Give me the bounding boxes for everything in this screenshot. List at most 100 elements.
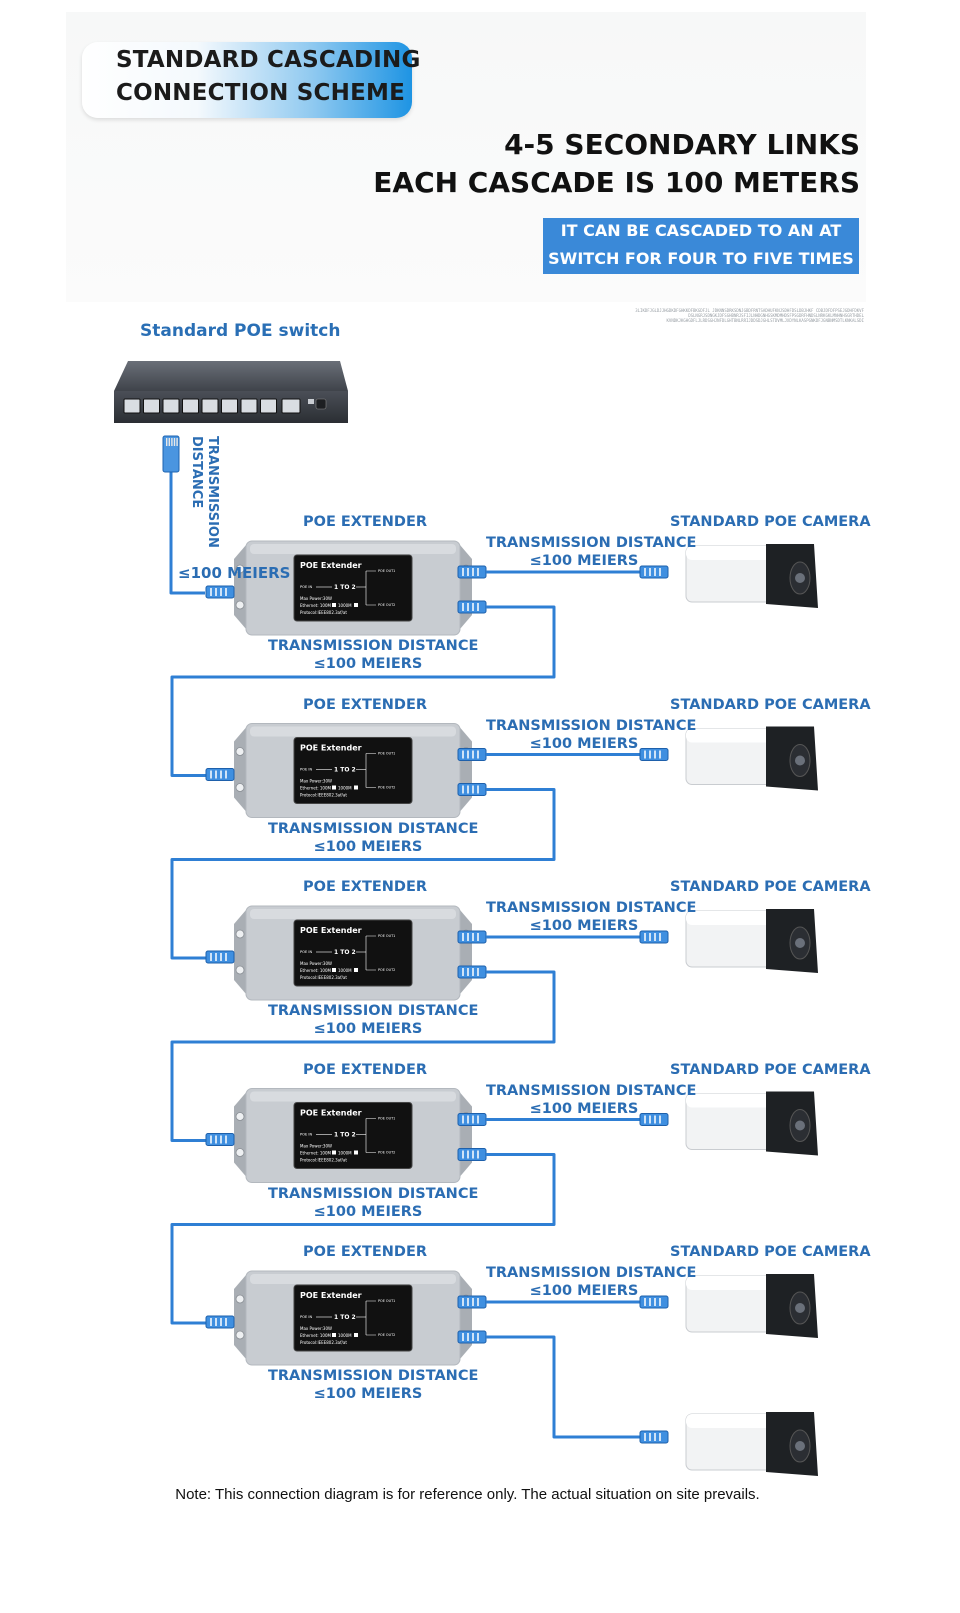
panel-checkbox [332, 1150, 336, 1155]
plug-ridge [210, 1135, 212, 1144]
panel-checkbox [354, 968, 358, 972]
panel-protocol: Protocol:IEEE802.3af/at [300, 1340, 347, 1345]
plug-ridge [649, 750, 651, 759]
panel-max-power: Max Power:30W [300, 1144, 332, 1149]
plug-ridge [477, 750, 479, 759]
plug-ridge [659, 933, 661, 941]
plug-ridge [644, 1433, 646, 1441]
plug-ridge [225, 588, 227, 596]
plug-ridge [659, 568, 661, 576]
panel-checkbox [354, 1333, 358, 1337]
camera-lens-center [795, 755, 805, 766]
extender-screw [235, 747, 245, 756]
panel-protocol: Protocol:IEEE802.3af/at [300, 793, 347, 798]
plug-ridge [220, 1135, 222, 1144]
plug-ridge [649, 1298, 651, 1306]
plug-ridge [210, 1318, 212, 1326]
extender-label-4: POE EXTENDER [302, 1061, 428, 1078]
panel-port-in: POE IN [300, 1315, 312, 1319]
bottom-distance-line2-5: ≤100 MEIERS [313, 1386, 423, 1402]
plug-ridge [215, 588, 217, 596]
plug-ridge [654, 1298, 656, 1306]
plug-pin [168, 438, 170, 446]
switch-cable [169, 470, 205, 595]
right-distance-line1-3: TRANSMISSION DISTANCE [486, 900, 697, 916]
panel-protocol: Protocol:IEEE802.3af/at [300, 610, 347, 615]
plug-ridge [649, 1115, 651, 1124]
extender-panel [293, 919, 413, 987]
headline-line-2: EACH CASCADE IS 100 METERS [373, 166, 860, 199]
right-distance-line1-5: TRANSMISSION DISTANCE [486, 1265, 697, 1281]
bottom-distance-line1-5: TRANSMISSION DISTANCE [268, 1368, 479, 1384]
plug-ridge [654, 750, 656, 759]
extender-panel [293, 1102, 413, 1169]
cascade-badge-line-1: IT CAN BE CASCADED TO AN AT [560, 221, 842, 240]
switch-uplink-port [281, 398, 301, 414]
panel-out2: POE OUT2 [378, 968, 395, 972]
panel-ethernet-a: Ethernet: 100M [300, 603, 331, 608]
panel-checkbox [354, 603, 358, 607]
plug-ridge [472, 1115, 474, 1124]
extender-screw [235, 564, 245, 574]
plug-ridge [644, 1298, 646, 1306]
plug-ridge [467, 568, 469, 576]
plug-ridge [477, 1333, 479, 1341]
plug-ridge [467, 1333, 469, 1341]
bottom-distance-line1-4: TRANSMISSION DISTANCE [268, 1185, 479, 1202]
panel-ethernet-a: Ethernet: 100M [300, 786, 331, 791]
panel-ethernet-a: Ethernet: 100M [300, 1333, 331, 1338]
panel-checkbox [332, 603, 336, 607]
panel-ethernet-b: 1000M [338, 1151, 352, 1156]
plug-ridge [462, 968, 464, 976]
panel-title: POE Extender [300, 1291, 362, 1300]
plug-ridge [210, 588, 212, 596]
extender-label-3: POE EXTENDER [302, 879, 428, 895]
fine-print-line-2: DSLNGRJSDNGKJDFSGHBNRJSFIJLNHDGNHGSKMDMH… [688, 313, 864, 318]
plug-pin [171, 438, 173, 446]
panel-title: POE Extender [300, 926, 362, 935]
final-camera-lens-center [795, 1441, 805, 1451]
bottom-distance-line2-4: ≤100 MEIERS [313, 1203, 423, 1220]
plug-ridge [472, 785, 474, 794]
panel-port-in: POE IN [300, 768, 312, 772]
panel-ethernet-b: 1000M [338, 786, 352, 791]
panel-protocol: Protocol:IEEE802.3af/at [300, 975, 347, 980]
plug-pin [176, 438, 178, 446]
camera-label-1: STANDARD POE CAMERA [670, 514, 871, 530]
panel-checkbox [332, 968, 336, 972]
extender-screw [235, 783, 245, 792]
panel-max-power: Max Power:30W [300, 779, 332, 784]
panel-ratio: 1 TO 2 [334, 767, 356, 774]
extender-panel [293, 1284, 413, 1352]
plug-ridge [215, 770, 217, 779]
bottom-distance-line2-2: ≤100 MEIERS [313, 838, 423, 855]
extender-right-cap [460, 727, 472, 812]
extender-right-cap [460, 1275, 472, 1359]
panel-branch [365, 570, 376, 606]
switch-input-distance: ≤100 MEIERS [178, 564, 291, 582]
panel-max-power: Max Power:30W [300, 961, 332, 966]
camera-label-2: STANDARD POE CAMERA [670, 696, 871, 713]
plug-ridge [477, 968, 479, 976]
panel-out1: POE OUT1 [378, 752, 395, 756]
plug-ridge [225, 953, 227, 961]
panel-ethernet-b: 1000M [338, 968, 352, 973]
extender-panel [293, 737, 413, 804]
extender-screw [235, 1294, 245, 1304]
switch-port [201, 398, 219, 414]
plug-ridge [462, 785, 464, 794]
plug-ridge [467, 603, 469, 611]
extender-right-cap [460, 545, 472, 629]
panel-port-in: POE IN [300, 585, 312, 589]
camera-label-5: STANDARD POE CAMERA [670, 1244, 871, 1260]
plug-ridge [462, 568, 464, 576]
switch-port [162, 398, 180, 414]
plug-ridge [215, 1135, 217, 1144]
panel-out1: POE OUT1 [378, 1117, 395, 1121]
plug-ridge [225, 1318, 227, 1326]
panel-ratio: 1 TO 2 [334, 949, 356, 956]
extender-highlight [250, 909, 456, 919]
panel-checkbox [332, 785, 336, 790]
switch-port [240, 398, 258, 414]
